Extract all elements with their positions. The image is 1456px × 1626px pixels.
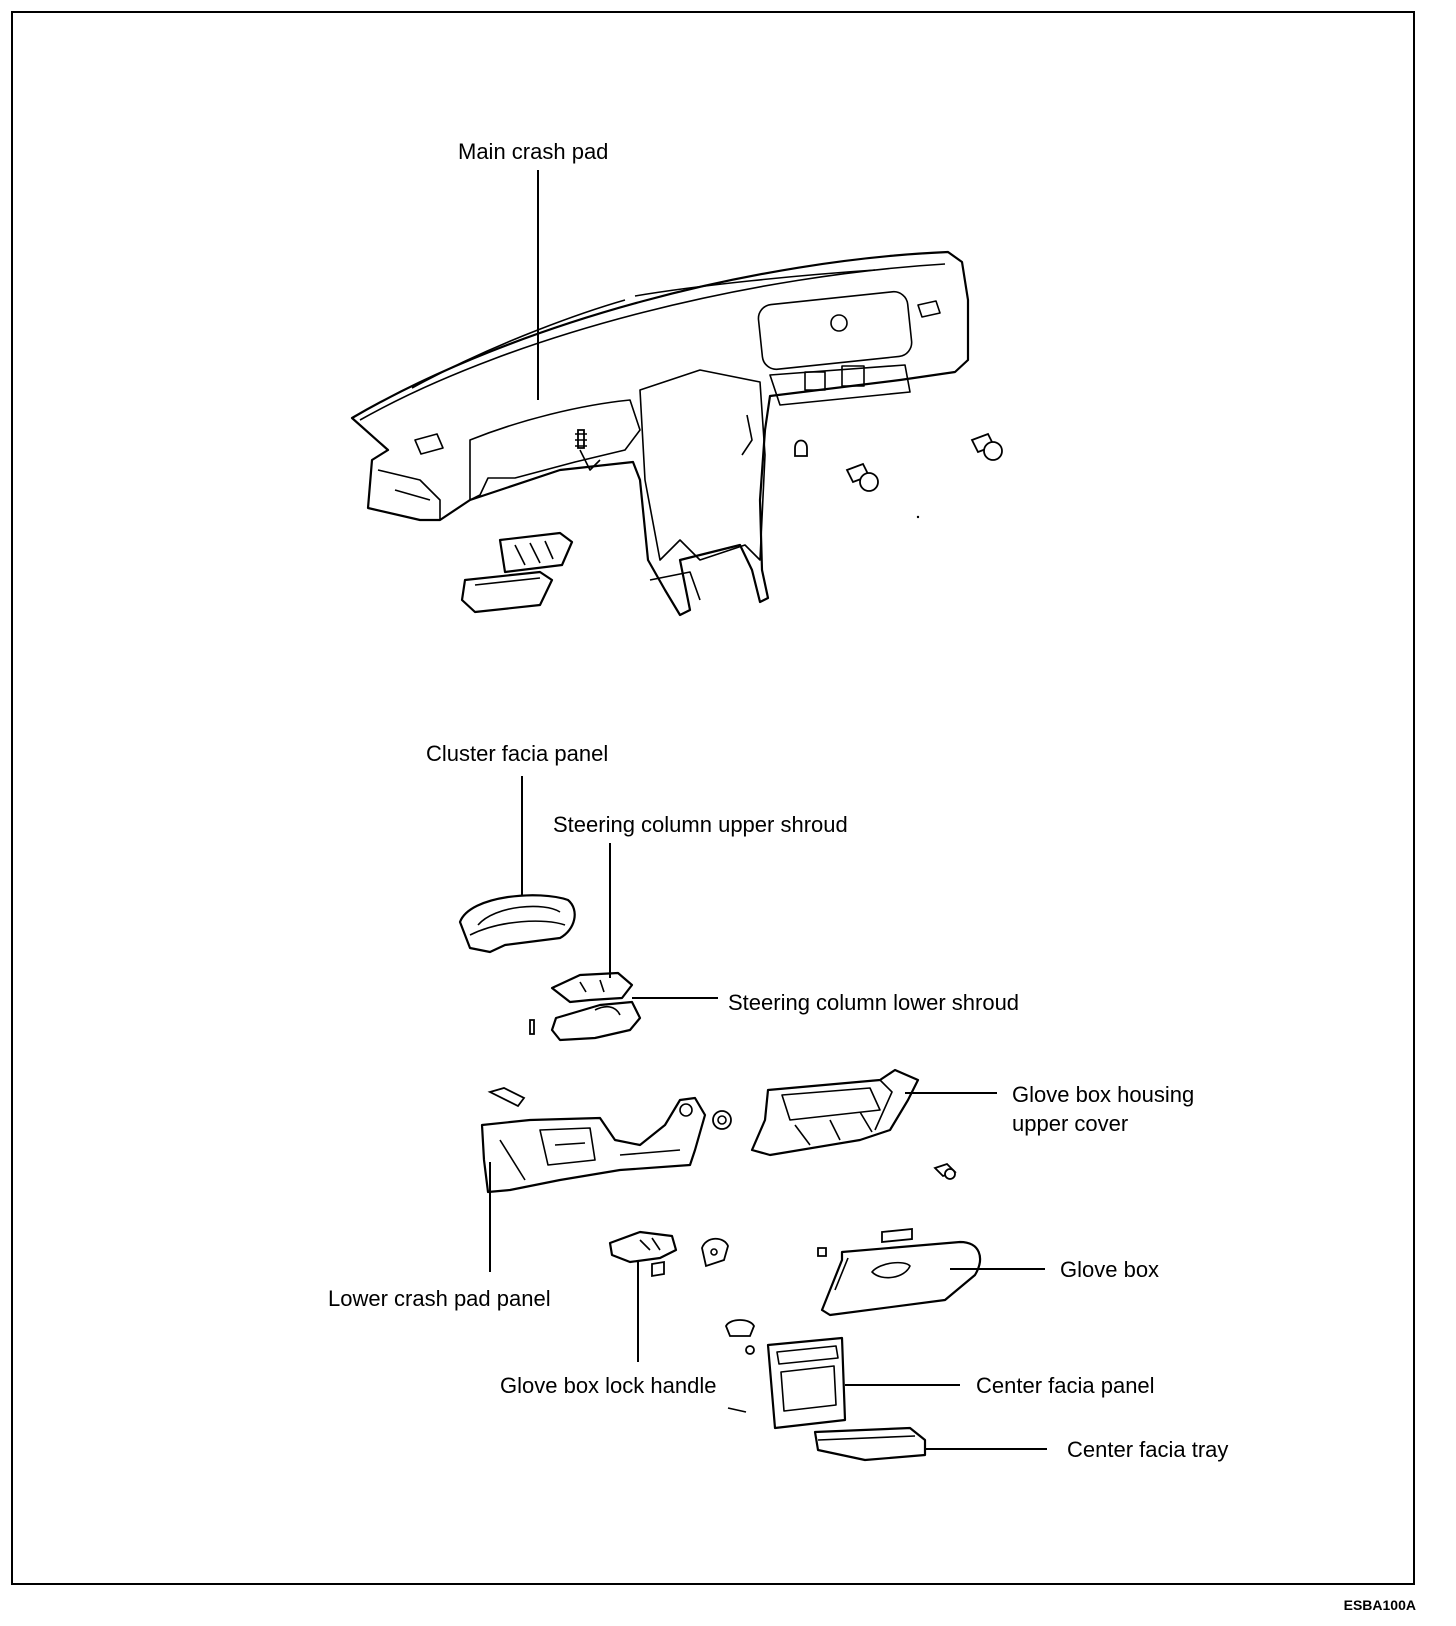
label-steering-column-upper-shroud: Steering column upper shroud — [553, 812, 848, 837]
label-glove-box-housing-line2: upper cover — [1012, 1111, 1129, 1136]
steering-column-upper-shroud-drawing — [550, 971, 634, 1004]
center-facia-tray-drawing — [813, 1426, 927, 1462]
fastener-drawings — [575, 429, 1003, 519]
glove-box-drawing — [817, 1228, 982, 1317]
leader-lines — [489, 170, 1047, 1450]
label-glove-box-lock-handle: Glove box lock handle — [500, 1373, 717, 1398]
label-cluster-facia-panel: Cluster facia panel — [426, 741, 609, 766]
main-crash-pad-drawing — [350, 250, 970, 617]
center-facia-panel-drawing — [725, 1319, 847, 1430]
label-glove-box-housing-line1: Glove box housing — [1012, 1082, 1195, 1107]
glove-box-housing-upper-cover-drawing — [750, 1068, 957, 1180]
label-center-facia-tray: Center facia tray — [1067, 1437, 1229, 1462]
label-lower-crash-pad-panel: Lower crash pad panel — [328, 1286, 551, 1311]
cluster-facia-panel-drawing — [458, 894, 576, 954]
label-main-crash-pad: Main crash pad — [458, 139, 609, 164]
steering-column-lower-shroud-drawing — [529, 1000, 642, 1042]
diagram-frame — [11, 11, 1415, 1585]
glove-box-lock-handle-drawing — [608, 1230, 729, 1278]
label-steering-column-lower-shroud: Steering column lower shroud — [728, 990, 1020, 1015]
label-glove-box: Glove box — [1060, 1257, 1160, 1282]
lower-crash-pad-panel-drawing — [480, 1087, 732, 1194]
label-center-facia-panel: Center facia panel — [976, 1373, 1155, 1398]
figure-code: ESBA100A — [1343, 1597, 1416, 1613]
vent-parts-drawing — [460, 531, 574, 614]
